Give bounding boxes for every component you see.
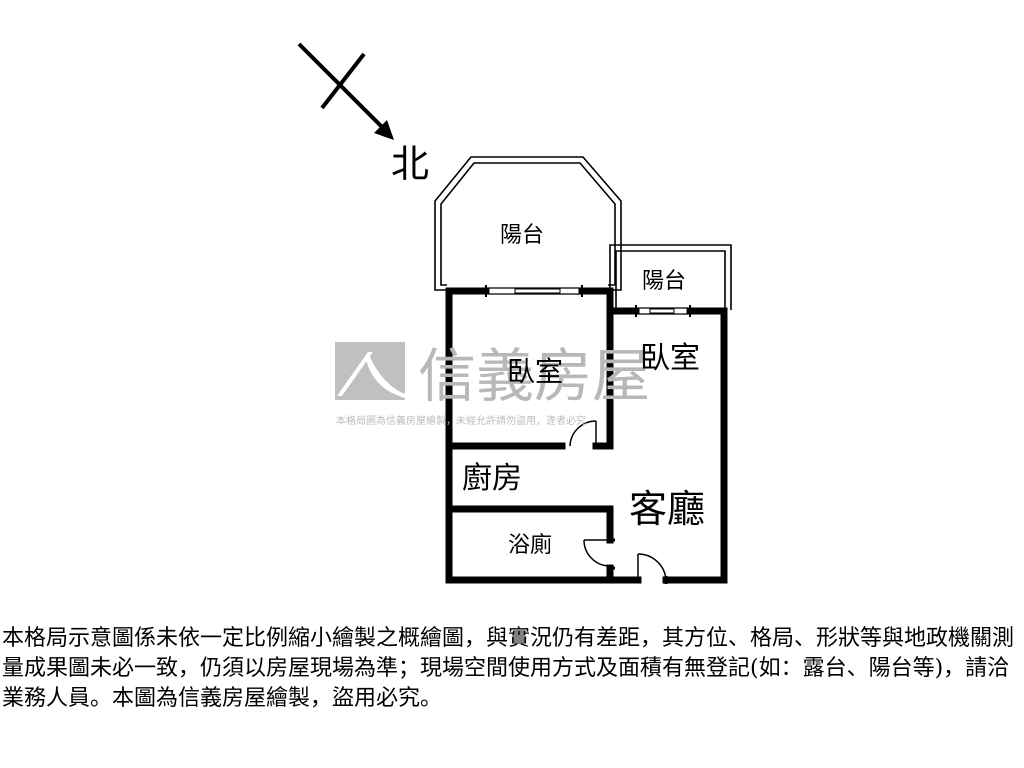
room-label-bathroom: 浴廁 xyxy=(508,533,552,558)
room-label-balcony-left: 陽台 xyxy=(500,223,544,248)
walls xyxy=(445,287,728,584)
room-label-bedroom-left: 臥室 xyxy=(507,355,563,388)
north-label: 北 xyxy=(391,142,429,186)
sliding-window-left xyxy=(485,285,583,297)
door-bathroom xyxy=(583,538,615,570)
balcony-right-outline xyxy=(609,244,732,310)
room-label-kitchen: 廚房 xyxy=(462,461,522,496)
sliding-window-right xyxy=(635,305,691,317)
disclaimer-text: 本格局示意圖係未依一定比例縮小繪製之概繪圖，與實況仍有差距，其方位、格局、形狀等… xyxy=(2,626,1015,711)
balcony-left-outline xyxy=(434,156,622,291)
door-bedroom-left xyxy=(569,420,597,447)
room-label-balcony-right: 陽台 xyxy=(642,269,686,294)
watermark-brand: 信義房屋 xyxy=(418,342,650,410)
north-arrow-icon xyxy=(297,42,394,140)
room-label-bedroom-right: 臥室 xyxy=(640,341,700,376)
watermark-notice: 本格局圖為信義房屋繪製，未經允許請勿盜用，違者必究 xyxy=(336,414,586,427)
door-entrance xyxy=(637,553,668,584)
room-label-living-room: 客廳 xyxy=(629,487,705,531)
watermark-logo-icon xyxy=(335,342,405,400)
